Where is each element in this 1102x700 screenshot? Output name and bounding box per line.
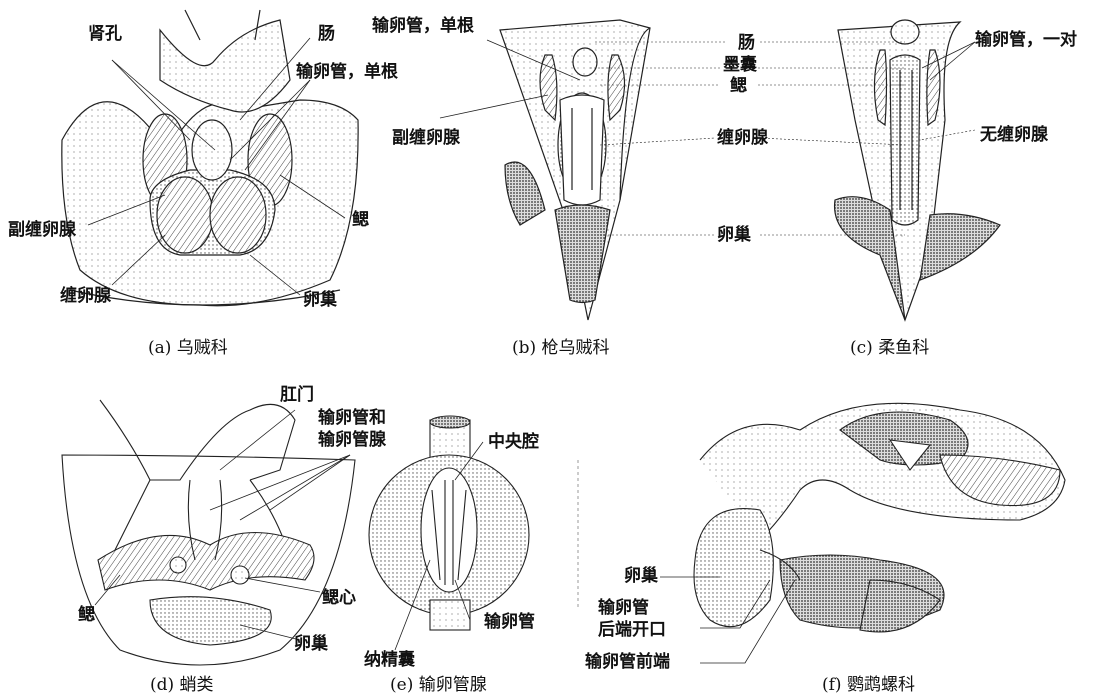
label-a-oviduct-single: 输卵管，单根 [296, 62, 398, 82]
label-f-oviduct-rear-line2: 后端开口 [598, 620, 666, 641]
label-d-ovary: 卵巢 [294, 634, 328, 654]
label-d-gill-heart: 鳃心 [322, 588, 356, 608]
label-e-spermatheca: 纳精囊 [364, 650, 415, 670]
label-d-oviduct-gland-line2: 输卵管腺 [318, 430, 386, 451]
label-a-ovary: 卵巢 [303, 290, 337, 310]
label-f-oviduct-front: 输卵管前端 [585, 652, 670, 672]
label-c-oviduct-pair: 输卵管，一对 [975, 30, 1077, 50]
label-f-ovary: 卵巢 [624, 566, 658, 586]
panel-c-drawing [758, 20, 1000, 320]
label-a-intestine: 肠 [318, 24, 335, 44]
panel-f-drawing [660, 403, 1065, 663]
label-a-gill: 鳃 [352, 210, 369, 230]
label-b-oviduct-single: 输卵管，单根 [372, 16, 474, 36]
label-f-oviduct-rear-line1: 输卵管 [598, 598, 649, 619]
panel-a-drawing [62, 10, 358, 306]
caption-c: (c) 柔鱼科 [850, 338, 929, 358]
label-bc-ovary: 卵巢 [717, 225, 751, 245]
caption-a: (a) 乌贼科 [148, 338, 228, 358]
label-e-oviduct: 输卵管 [484, 612, 535, 632]
label-a-accessory-nidamental: 副缠卵腺 [8, 220, 76, 240]
label-a-kidney-pore: 肾孔 [88, 24, 122, 44]
label-b-accessory-nidamental: 副缠卵腺 [392, 128, 460, 148]
panel-b-drawing [440, 20, 727, 320]
label-c-no-nidamental: 无缠卵腺 [980, 125, 1048, 145]
caption-e: (e) 输卵管腺 [390, 675, 487, 695]
caption-d: (d) 蛸类 [150, 675, 214, 695]
label-bc-ink-sac: 墨囊 [723, 55, 757, 75]
label-e-central-cavity: 中央腔 [488, 432, 539, 452]
caption-b: (b) 枪乌贼科 [512, 338, 610, 358]
panel-d-drawing [62, 400, 355, 665]
label-bc-nidamental: 缠卵腺 [717, 128, 768, 148]
caption-f: (f) 鹦鹉螺科 [822, 675, 915, 695]
label-d-oviduct-gland-line1: 输卵管和 [318, 408, 386, 429]
label-d-gill: 鳃 [78, 605, 95, 625]
label-bc-intestine: 肠 [738, 33, 755, 53]
label-a-nidamental: 缠卵腺 [60, 286, 111, 306]
label-bc-gill: 鳃 [730, 76, 747, 96]
label-d-anus: 肛门 [280, 385, 314, 405]
